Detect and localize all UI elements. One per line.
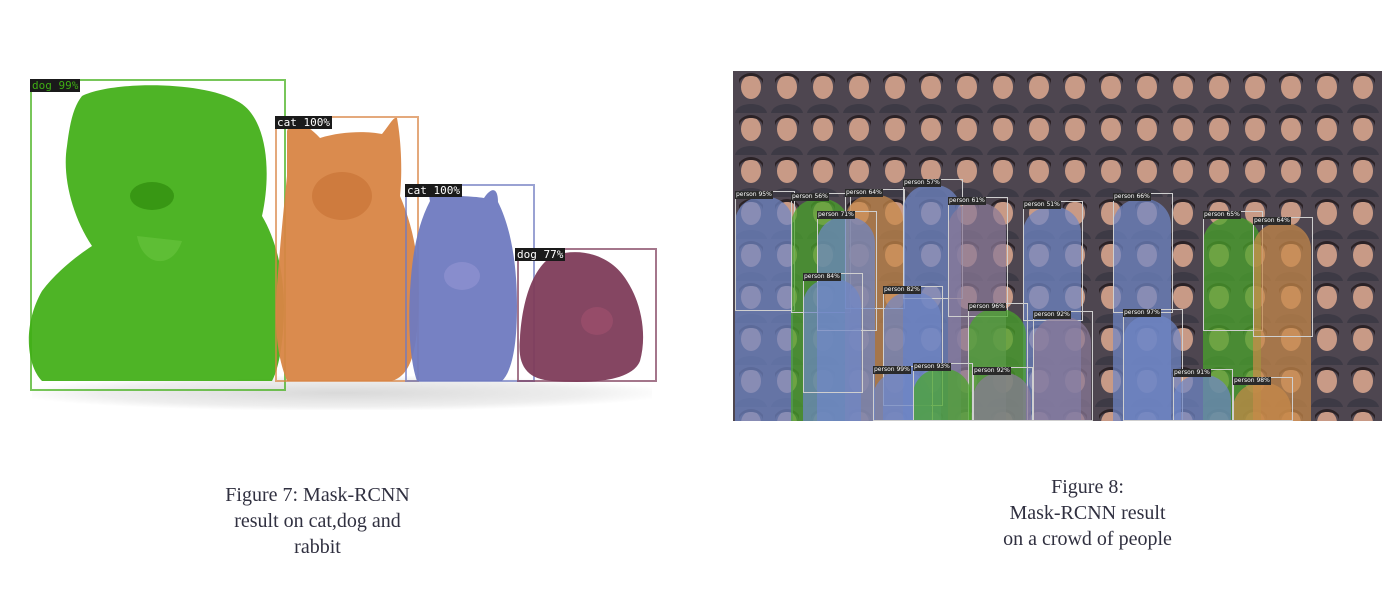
cat-mask [275, 117, 419, 382]
person-detection-label: person 97% [1123, 309, 1161, 317]
person-mask [973, 373, 1031, 421]
rabbit-mask [409, 188, 517, 381]
figure-8-image: person 95% person 56% person 64% person 57%… [733, 71, 1382, 421]
person-detection-label: person 91% [1173, 369, 1211, 377]
person-bounding-box [973, 367, 1033, 421]
caption-line: rabbit [294, 536, 341, 558]
detection-label: dog 99% [30, 79, 81, 92]
person-detection-label: person 65% [1203, 211, 1241, 219]
person-detection-label: person 56% [791, 193, 829, 201]
person-detection-label: person 61% [948, 197, 986, 205]
person-mask [1123, 315, 1181, 421]
person-detection-label: person 95% [735, 191, 773, 199]
person-mask [1033, 317, 1091, 421]
person-bounding-box [1023, 201, 1083, 321]
caption-line: on a crowd of people [1003, 528, 1172, 550]
detection-label: cat 100% [275, 116, 332, 129]
person-bounding-box [803, 273, 863, 393]
person-detection-label: person 84% [803, 273, 841, 281]
person-mask [1173, 375, 1231, 421]
second-dog-mask [519, 252, 644, 382]
person-detection-label: person 92% [973, 367, 1011, 375]
figure-8-caption: Figure 8: Mask-RCNN result on a crowd of… [980, 474, 1195, 552]
person-detection-label: person 98% [1233, 377, 1271, 385]
detection-label: dog 77% [515, 248, 566, 261]
person-detection-label: person 92% [1033, 311, 1071, 319]
caption-line: Figure 8: [1051, 476, 1124, 498]
person-detection-label: person 96% [968, 303, 1006, 311]
person-mask [913, 369, 971, 421]
person-detection-label: person 64% [845, 189, 883, 197]
figure-7-image: dog 99% cat 100% cat 100% dog 77% [22, 76, 662, 416]
person-detection-label: person 57% [903, 179, 941, 187]
person-detection-label: person 51% [1023, 201, 1061, 209]
person-bounding-box [948, 197, 1008, 317]
person-bounding-box [913, 363, 973, 421]
second-dog-bounding-box [517, 248, 657, 382]
person-detection-label: person 82% [883, 286, 921, 294]
person-detection-label: person 99% [873, 366, 911, 374]
person-bounding-box [1033, 311, 1093, 421]
caption-line: result on cat,dog and [234, 510, 401, 532]
figure-7-caption: Figure 7: Mask-RCNN result on cat,dog an… [200, 482, 435, 560]
person-detection-label: person 71% [817, 211, 855, 219]
person-detection-label: person 64% [1253, 217, 1291, 225]
dog-mask [28, 85, 285, 382]
person-bounding-box [1253, 217, 1313, 337]
person-bounding-box [735, 191, 795, 311]
caption-line: Figure 7: Mask-RCNN [225, 484, 410, 506]
person-detection-label: person 66% [1113, 193, 1151, 201]
caption-line: Mask-RCNN result [1009, 502, 1166, 524]
person-bounding-box [1113, 193, 1173, 313]
detection-label: cat 100% [405, 184, 462, 197]
person-mask [735, 197, 793, 421]
person-detection-label: person 93% [913, 363, 951, 371]
person-mask [803, 279, 861, 421]
person-mask [1233, 383, 1291, 421]
